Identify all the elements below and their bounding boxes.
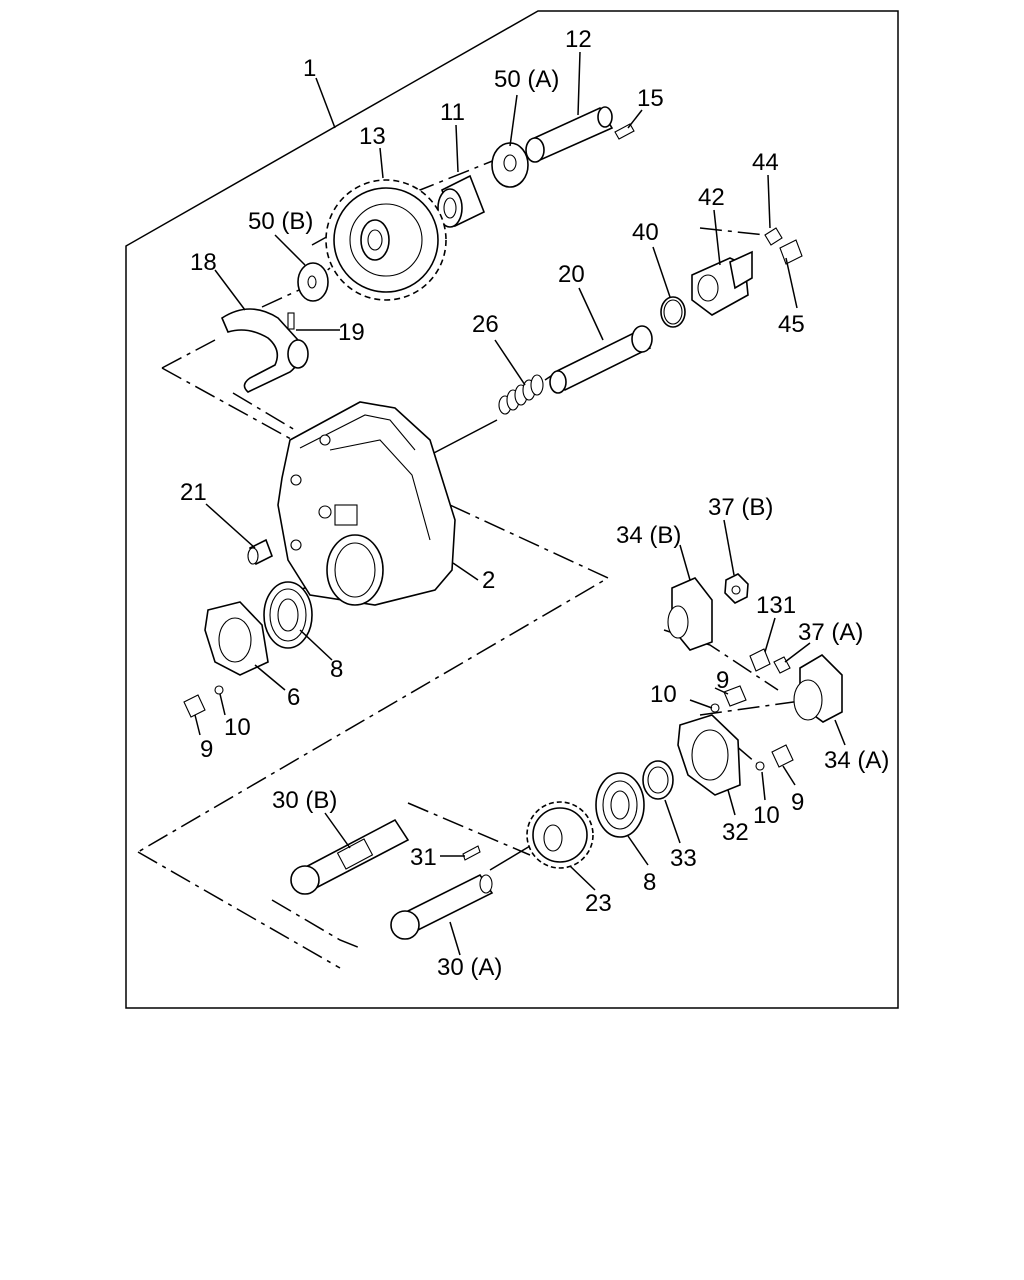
shaft-part-20 (549, 325, 653, 394)
o-ring-part-40 (660, 296, 686, 328)
label-15: 15 (637, 85, 664, 112)
label-26: 26 (472, 311, 499, 338)
roll-pin-part-19 (287, 312, 295, 330)
flange-part-34b (667, 577, 713, 651)
bolt-washer-right-upper (710, 685, 747, 713)
shift-fork-part-18 (220, 308, 309, 393)
bearing-part-11 (437, 174, 486, 228)
main-housing-part-2 (277, 401, 456, 606)
gear-part-23 (526, 801, 594, 869)
cover-plate-part-6 (204, 601, 269, 676)
nut-part-37b (724, 573, 749, 604)
label-10-right-upper: 10 (650, 681, 677, 708)
label-30b: 30 (B) (272, 787, 337, 814)
bolt-washer-left (183, 685, 224, 718)
label-8-upper: 8 (330, 656, 343, 683)
label-10-right-lower: 10 (753, 802, 780, 829)
shaft-part-30b (290, 818, 410, 895)
plug-part-21 (247, 538, 274, 566)
bolt-part-44 (764, 227, 783, 246)
bolt-washer-right-lower (755, 744, 794, 771)
label-50a: 50 (A) (494, 66, 559, 93)
label-19: 19 (338, 319, 365, 346)
label-37a: 37 (A) (798, 619, 863, 646)
washer-part-50b (297, 262, 329, 302)
label-32: 32 (722, 819, 749, 846)
bearing-part-8-lower (595, 772, 645, 838)
label-45: 45 (778, 311, 805, 338)
key-part-31 (462, 845, 481, 861)
label-13: 13 (359, 123, 386, 150)
shaft-part-30a (390, 873, 494, 940)
seal-part-33 (642, 760, 674, 800)
label-31: 31 (410, 844, 437, 871)
label-11: 11 (440, 99, 465, 126)
gear-part-13 (325, 179, 447, 301)
label-44: 44 (752, 149, 779, 176)
spring-part-26 (498, 374, 544, 415)
label-131: 131 (756, 592, 796, 619)
label-21: 21 (180, 479, 207, 506)
label-1: 1 (303, 55, 316, 82)
washer-part-50a (491, 142, 529, 188)
part-labels: 1 2 6 8 8 9 9 9 10 10 10 11 12 13 15 18 … (180, 26, 889, 981)
diagram-frame (125, 10, 899, 1009)
label-6: 6 (287, 684, 300, 711)
label-20: 20 (558, 261, 585, 288)
label-42: 42 (698, 184, 725, 211)
bearing-part-8-upper (263, 581, 313, 649)
shaft-part-12 (525, 106, 614, 163)
label-18: 18 (190, 249, 217, 276)
cover-plate-part-32 (677, 714, 741, 796)
label-23: 23 (585, 890, 612, 917)
pin-part-15 (614, 123, 635, 140)
label-40: 40 (632, 219, 659, 246)
label-34a: 34 (A) (824, 747, 889, 774)
label-10-left: 10 (224, 714, 251, 741)
label-8-lower: 8 (643, 869, 656, 896)
label-9-right-lower: 9 (791, 789, 804, 816)
housing-part-42 (691, 250, 753, 316)
fitting-part-45 (779, 239, 803, 265)
label-33: 33 (670, 845, 697, 872)
label-30a: 30 (A) (437, 954, 502, 981)
label-9-left: 9 (200, 736, 213, 763)
flange-part-34a (793, 653, 843, 723)
label-50b: 50 (B) (248, 208, 313, 235)
label-9-right-upper: 9 (716, 667, 729, 694)
bolt-part-131 (749, 648, 771, 672)
label-37b: 37 (B) (708, 494, 773, 521)
label-2: 2 (482, 567, 495, 594)
leader-lines (194, 51, 846, 956)
label-12: 12 (565, 26, 592, 53)
label-34b: 34 (B) (616, 522, 681, 549)
